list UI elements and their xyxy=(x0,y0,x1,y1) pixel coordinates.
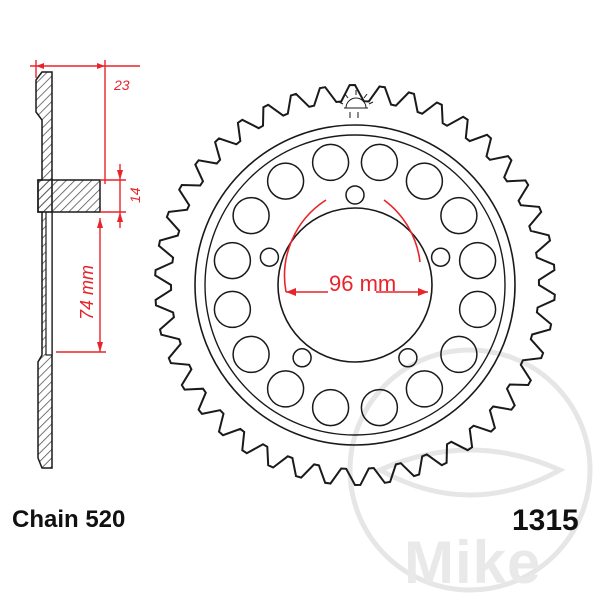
dimension-arrows xyxy=(36,63,123,352)
watermark-logo xyxy=(347,347,593,593)
bolt-hole xyxy=(345,185,365,205)
hub-rim-outer xyxy=(194,124,516,446)
bolt-circle-arrows xyxy=(286,288,428,296)
hub-rim-inner xyxy=(204,134,506,436)
bolt-hole xyxy=(292,348,312,368)
hub-stud xyxy=(37,179,101,213)
lightening-hole xyxy=(213,290,252,329)
lightening-hole xyxy=(360,388,399,427)
dim-hub-label: 14 xyxy=(127,187,143,203)
bolt-hole xyxy=(430,247,451,267)
part-number: 1315 xyxy=(512,504,579,537)
lightening-hole xyxy=(458,241,497,280)
side-web xyxy=(45,211,53,356)
bolt-hole xyxy=(398,348,418,368)
hole-group xyxy=(213,143,497,427)
lightening-hole xyxy=(405,370,444,408)
lightening-hole xyxy=(405,162,444,200)
lightening-hole xyxy=(232,196,270,235)
lightening-hole xyxy=(458,290,497,329)
lightening-hole xyxy=(213,241,252,280)
dim-width-label: 23 xyxy=(113,77,130,93)
lightening-hole xyxy=(440,335,478,374)
watermark-text: Mike xyxy=(404,529,542,596)
lightening-hole xyxy=(232,335,270,374)
sprocket-outline xyxy=(154,83,556,487)
center-bore xyxy=(277,207,433,363)
bolt-hole xyxy=(259,247,280,267)
lightening-hole xyxy=(311,388,350,427)
lightening-hole xyxy=(266,162,305,200)
lightening-hole xyxy=(266,370,305,408)
lightening-hole xyxy=(311,143,350,182)
dim-bolt-circle-label: 96 mm xyxy=(329,271,396,296)
dim-offset-label: 74 mm xyxy=(77,265,97,320)
lightening-hole xyxy=(360,143,399,182)
bolt-hole-group xyxy=(259,185,451,368)
side-view xyxy=(35,71,101,469)
chain-label: Chain 520 xyxy=(12,506,126,533)
lightening-hole xyxy=(440,196,478,235)
sun-logo-icon xyxy=(338,90,374,118)
